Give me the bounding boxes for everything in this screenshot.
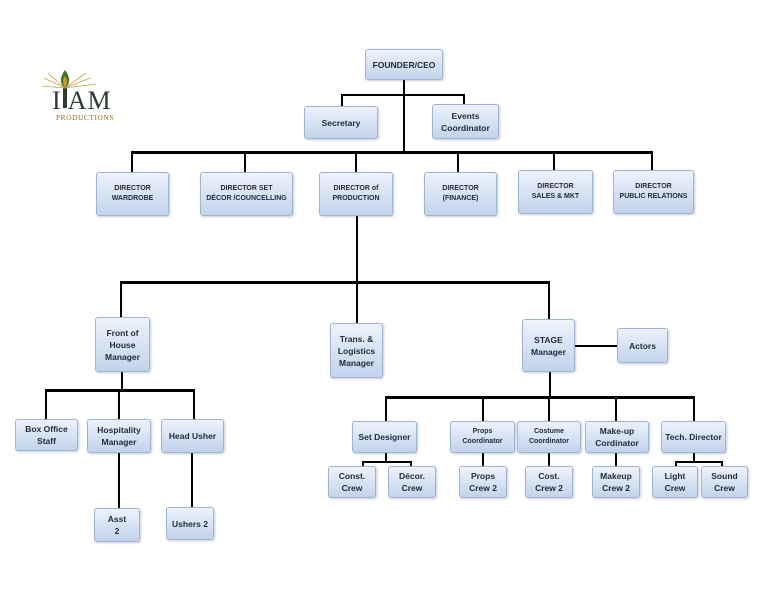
connector — [45, 389, 195, 392]
torch-icon — [60, 70, 70, 108]
node-asst: Asst 2 — [94, 508, 140, 542]
node-director-wardrobe: DIRECTOR WARDROBE — [96, 172, 169, 216]
connector — [548, 452, 550, 467]
connector — [575, 345, 617, 347]
connector — [193, 389, 195, 419]
node-director-finance: DIRECTOR (FINANCE) — [424, 172, 497, 216]
connector — [693, 396, 695, 422]
connector — [693, 452, 695, 462]
node-const-crew: Const. Crew — [328, 466, 376, 498]
node-makeup-crew: Makeup Crew 2 — [592, 466, 640, 498]
logo-subtext: PRODUCTIONS — [56, 113, 115, 122]
connector — [615, 452, 617, 467]
connector — [244, 151, 246, 175]
node-head-usher: Head Usher — [161, 419, 224, 453]
node-ushers: Ushers 2 — [166, 507, 214, 540]
connector — [356, 216, 358, 282]
node-cost-crew: Cost. Crew 2 — [525, 466, 573, 498]
connector — [457, 151, 459, 175]
node-director-production: DIRECTOR of PRODUCTION — [319, 172, 393, 216]
connector — [341, 94, 343, 108]
connector — [651, 151, 653, 171]
connector — [131, 151, 652, 154]
node-props-coordinator: Props Coordinator — [450, 421, 515, 453]
connector — [385, 396, 695, 399]
connector — [482, 452, 484, 467]
node-secretary: Secretary — [304, 106, 378, 139]
node-makeup-coordinator: Make-up Cordinator — [585, 421, 649, 453]
connector — [403, 80, 405, 152]
node-tech-director: Tech. Director — [661, 421, 726, 453]
connector — [385, 452, 387, 462]
connector — [553, 151, 555, 171]
node-hospitality-manager: Hospitality Manager — [87, 419, 151, 453]
connector — [355, 151, 357, 175]
connector — [121, 372, 123, 390]
logo-text: I AM — [52, 86, 112, 115]
connector — [356, 282, 358, 324]
connector — [45, 389, 47, 419]
sunburst-icon — [41, 72, 97, 89]
connector — [118, 453, 120, 509]
node-decor-crew: Décor. Crew — [388, 466, 436, 498]
node-director-pr: DIRECTOR PUBLIC RELATIONS — [613, 170, 694, 214]
node-director-set-decor: DIRECTOR SET DÉCOR /COUNCELLING — [200, 172, 293, 216]
connector — [675, 461, 677, 467]
connector — [120, 281, 550, 284]
connector — [118, 389, 120, 419]
connector — [362, 461, 364, 467]
connector — [463, 94, 465, 106]
connector — [385, 396, 387, 422]
node-props-crew: Props Crew 2 — [459, 466, 507, 498]
i-am-productions-logo: I AM PRODUCTIONS — [40, 68, 128, 124]
node-trans-logistics-manager: Trans. & Logistics Manager — [330, 323, 383, 378]
connector — [548, 396, 550, 422]
connector — [548, 281, 550, 319]
connector — [410, 461, 412, 467]
node-sound-crew: Sound Crew — [701, 466, 748, 498]
connector — [341, 94, 465, 96]
connector — [721, 461, 723, 467]
connector — [120, 281, 122, 317]
node-actors: Actors — [617, 328, 668, 363]
node-events-coordinator: Events Coordinator — [432, 104, 499, 139]
connector — [549, 372, 551, 398]
node-costume-coordinator: Costume Coordinator — [517, 421, 581, 453]
connector — [191, 453, 193, 507]
connector — [131, 151, 133, 175]
node-stage-manager: STAGE Manager — [522, 319, 575, 372]
node-founder: FOUNDER/CEO — [365, 49, 443, 80]
node-set-designer: Set Designer — [352, 421, 417, 453]
node-light-crew: Light Crew — [652, 466, 698, 498]
connector — [615, 396, 617, 422]
node-box-office-staff: Box Office Staff — [15, 419, 78, 451]
connector — [482, 396, 484, 422]
node-director-sales: DIRECTOR SALES & MKT — [518, 170, 593, 214]
node-front-of-house-manager: Front of House Manager — [95, 317, 150, 372]
connector — [362, 461, 412, 463]
connector — [675, 461, 723, 463]
